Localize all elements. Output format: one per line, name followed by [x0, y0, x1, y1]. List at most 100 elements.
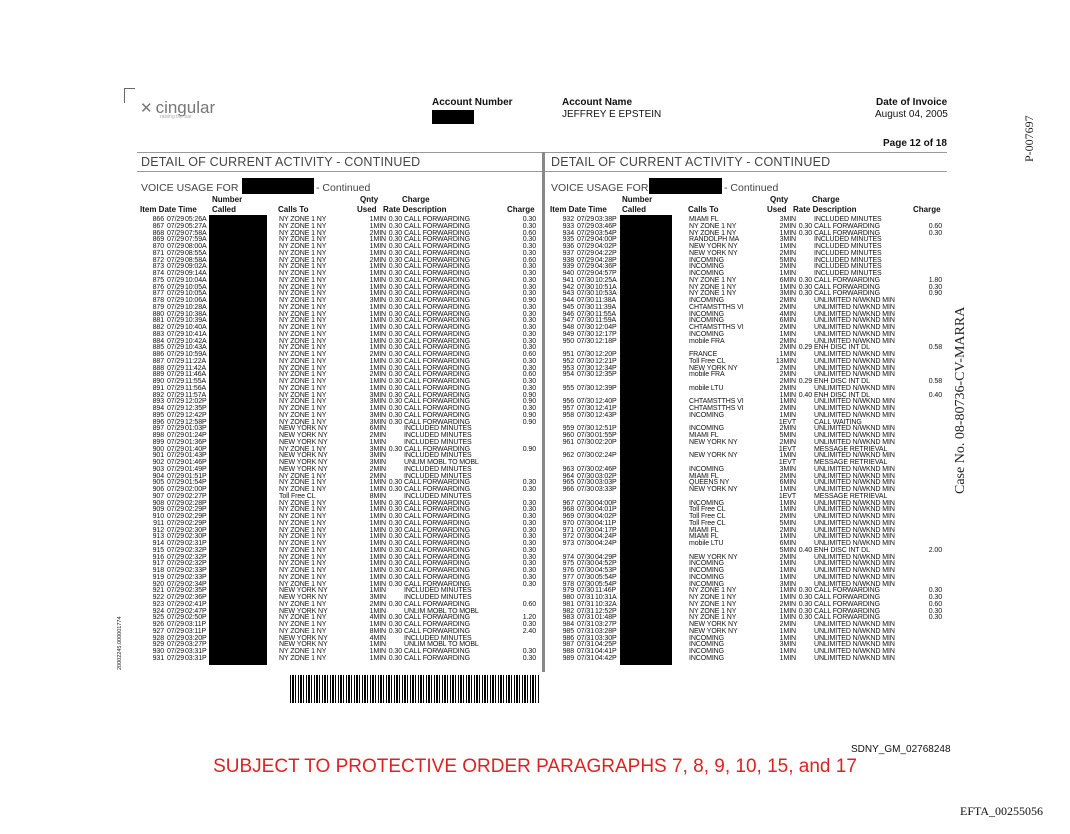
quantity: 1MIN [369, 526, 386, 534]
item-number: 908 [152, 499, 164, 507]
quantity: 1MIN [369, 290, 386, 298]
rate: 0.30 [388, 560, 402, 568]
call-date: 07/29 [577, 249, 595, 257]
calls-to: INCOMING [689, 573, 724, 581]
call-date: 07/29 [577, 256, 595, 264]
call-time: 10:42A [185, 337, 207, 345]
call-date: 07/29 [577, 243, 595, 250]
call-date: 07/30 [577, 371, 595, 379]
call-date: 07/29 [167, 445, 185, 453]
item-number: 969 [562, 513, 574, 520]
charge-description: CALL FORWARDING [404, 324, 470, 331]
charge: 0.30 [522, 384, 536, 392]
call-date: 07/29 [167, 303, 185, 311]
call-date: 07/29 [167, 229, 185, 237]
quantity: 1MIN [779, 614, 796, 622]
item-number: 985 [562, 627, 574, 635]
charge-description: CALL FORWARDING [814, 607, 880, 615]
calls-to: NY ZONE 1 NY [279, 553, 327, 561]
calls-to: INCOMING [689, 297, 724, 304]
column-header: Charge [402, 195, 430, 204]
call-time: 01:54P [185, 479, 207, 487]
charge: 0.30 [522, 357, 536, 365]
rate: 0.30 [388, 519, 402, 527]
call-date: 07/30 [577, 506, 595, 514]
quantity: 1MIN [369, 317, 386, 325]
call-time: 12:34P [595, 364, 617, 372]
rate: 0.30 [388, 580, 402, 588]
call-time: 02:50P [185, 614, 207, 622]
quantity: 1MIN [369, 344, 386, 352]
item-number: 954 [562, 371, 574, 379]
calls-to: NY ZONE 1 NY [279, 330, 327, 338]
quantity: 1EVT [778, 459, 796, 466]
item-number: 890 [152, 378, 164, 385]
charge-description: ENH DISC INT DL [814, 546, 870, 554]
charge-description: INCLUDED MINUTES [404, 425, 472, 433]
call-date: 07/30 [577, 499, 595, 507]
item-number: 910 [152, 513, 164, 520]
charge: 0.30 [522, 290, 536, 298]
call-time: 03:28P [595, 627, 617, 635]
call-time: 04:01P [595, 506, 617, 514]
quantity: 1MIN [369, 587, 386, 595]
call-date: 07/30 [577, 398, 595, 406]
item-number: 887 [152, 357, 164, 365]
charge-description: UNLIMITED N/WKND MIN [814, 580, 895, 588]
charge-description: CALL FORWARDING [404, 546, 470, 554]
item-number: 889 [152, 371, 164, 379]
rate: 0.30 [798, 283, 812, 291]
rate: 0.30 [388, 317, 402, 325]
item-number: 936 [562, 243, 574, 250]
charge: 0.90 [522, 391, 536, 399]
column-header: Item Date Time [550, 205, 607, 214]
charge: 0.30 [522, 378, 536, 385]
call-time: 12:21P [595, 357, 617, 365]
call-date: 07/29 [167, 472, 185, 480]
quantity: 3MIN [779, 580, 796, 588]
rate: 0.30 [388, 405, 402, 412]
item-number: 885 [152, 344, 164, 352]
item-number: 896 [152, 418, 164, 426]
charge-description: CALL FORWARDING [404, 290, 470, 298]
quantity: 2MIN [779, 384, 796, 392]
charge: 0.30 [522, 499, 536, 507]
quantity: 1MIN [779, 283, 796, 291]
quantity: 6MIN [779, 479, 796, 487]
column-header: Rate Description [793, 205, 857, 214]
call-date: 07/30 [577, 465, 595, 473]
item-number: 956 [562, 398, 574, 406]
call-date: 07/29 [167, 243, 185, 250]
account-name-label: Account Name [562, 97, 633, 108]
call-time: 02:32P [185, 553, 207, 561]
rate: 0.30 [388, 486, 402, 493]
call-date: 07/29 [167, 641, 185, 649]
charge-description: UNLIMITED N/WKND MIN [814, 540, 895, 547]
calls-to: NY ZONE 1 NY [279, 600, 327, 608]
rate: 0.30 [388, 540, 402, 547]
rate: 0.30 [388, 621, 402, 628]
quantity: 13MIN [775, 357, 796, 365]
call-date: 07/30 [577, 384, 595, 392]
quantity: 1MIN [369, 310, 386, 318]
quantity: 1MIN [369, 270, 386, 277]
rate: 0.30 [388, 411, 402, 419]
quantity: 1MIN [369, 384, 386, 392]
calls-to: NY ZONE 1 NY [279, 627, 327, 635]
calls-to: NY ZONE 1 NY [279, 580, 327, 588]
call-date: 07/29 [167, 533, 185, 541]
rate: 0.30 [798, 607, 812, 615]
quantity: 2MIN [369, 472, 386, 480]
